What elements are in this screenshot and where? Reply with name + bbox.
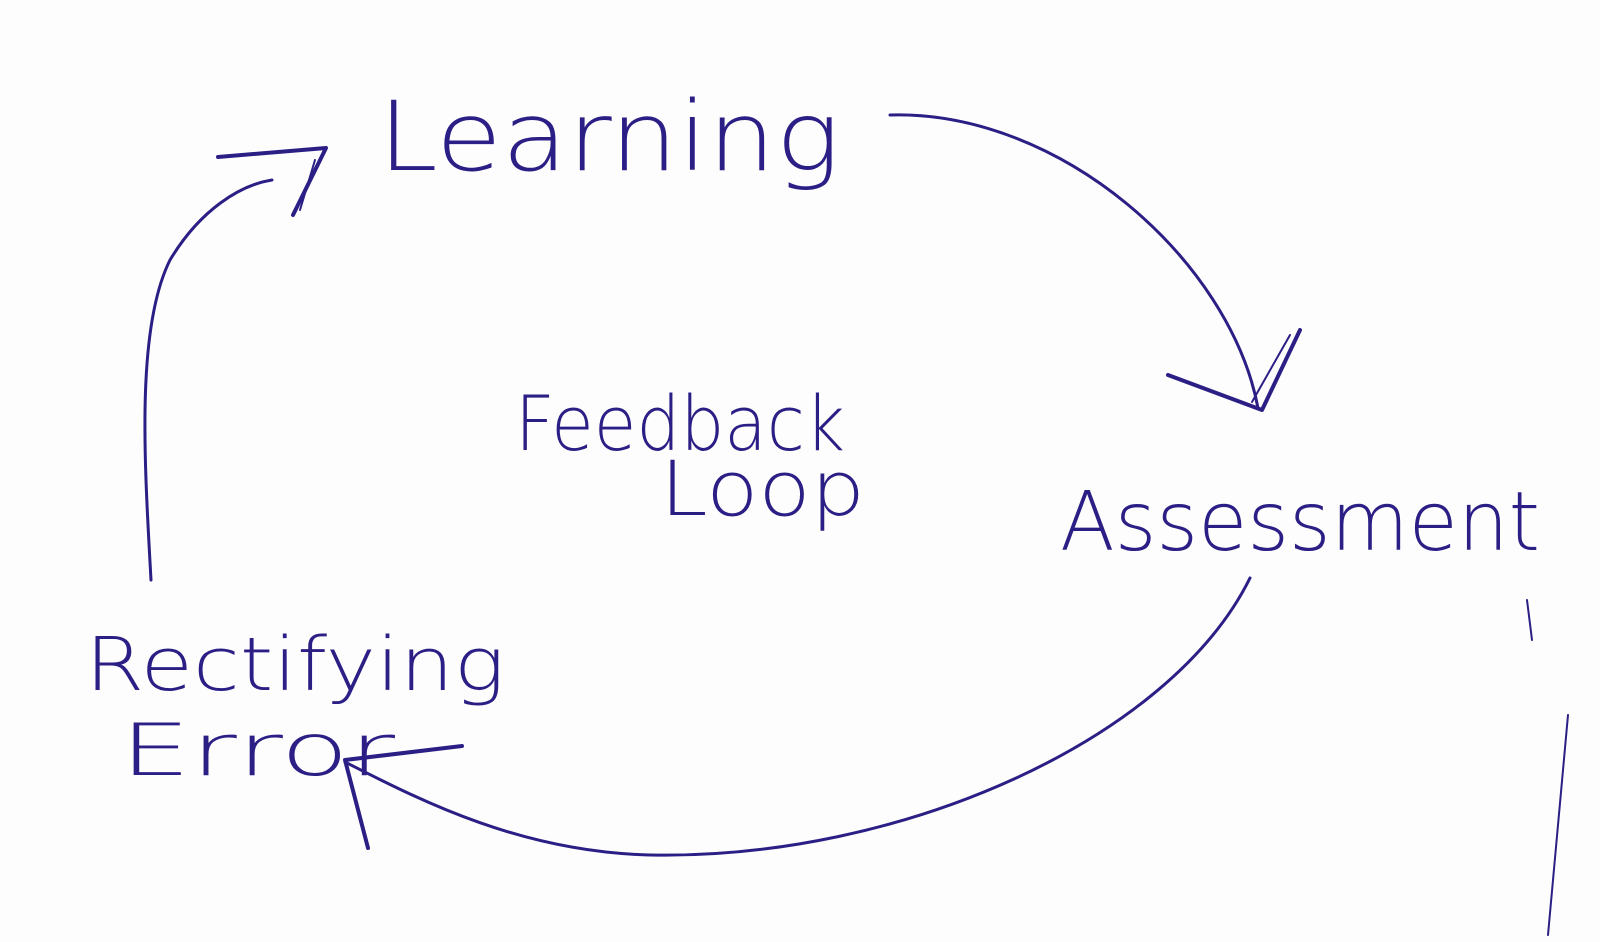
node-learning: Learning: [378, 81, 840, 193]
arrow-learning-to-assessment: [888, 113, 1302, 412]
arrowhead: [343, 744, 464, 850]
stray-mark: [1526, 599, 1533, 641]
center-label-feedback: Feedback: [515, 379, 845, 468]
arrow-rectifying-error-to-learning: [143, 146, 328, 582]
arrowhead: [1166, 328, 1302, 412]
arrowhead: [216, 146, 328, 217]
node-rectifying: Rectifying: [85, 622, 505, 708]
center-label-loop: Loop: [660, 444, 865, 533]
stray-mark: [1547, 714, 1569, 936]
node-error: Error: [120, 708, 396, 792]
arrow-assessment-to-rectifying-error: [343, 576, 1252, 857]
node-assessment: Assessment: [1060, 475, 1540, 570]
